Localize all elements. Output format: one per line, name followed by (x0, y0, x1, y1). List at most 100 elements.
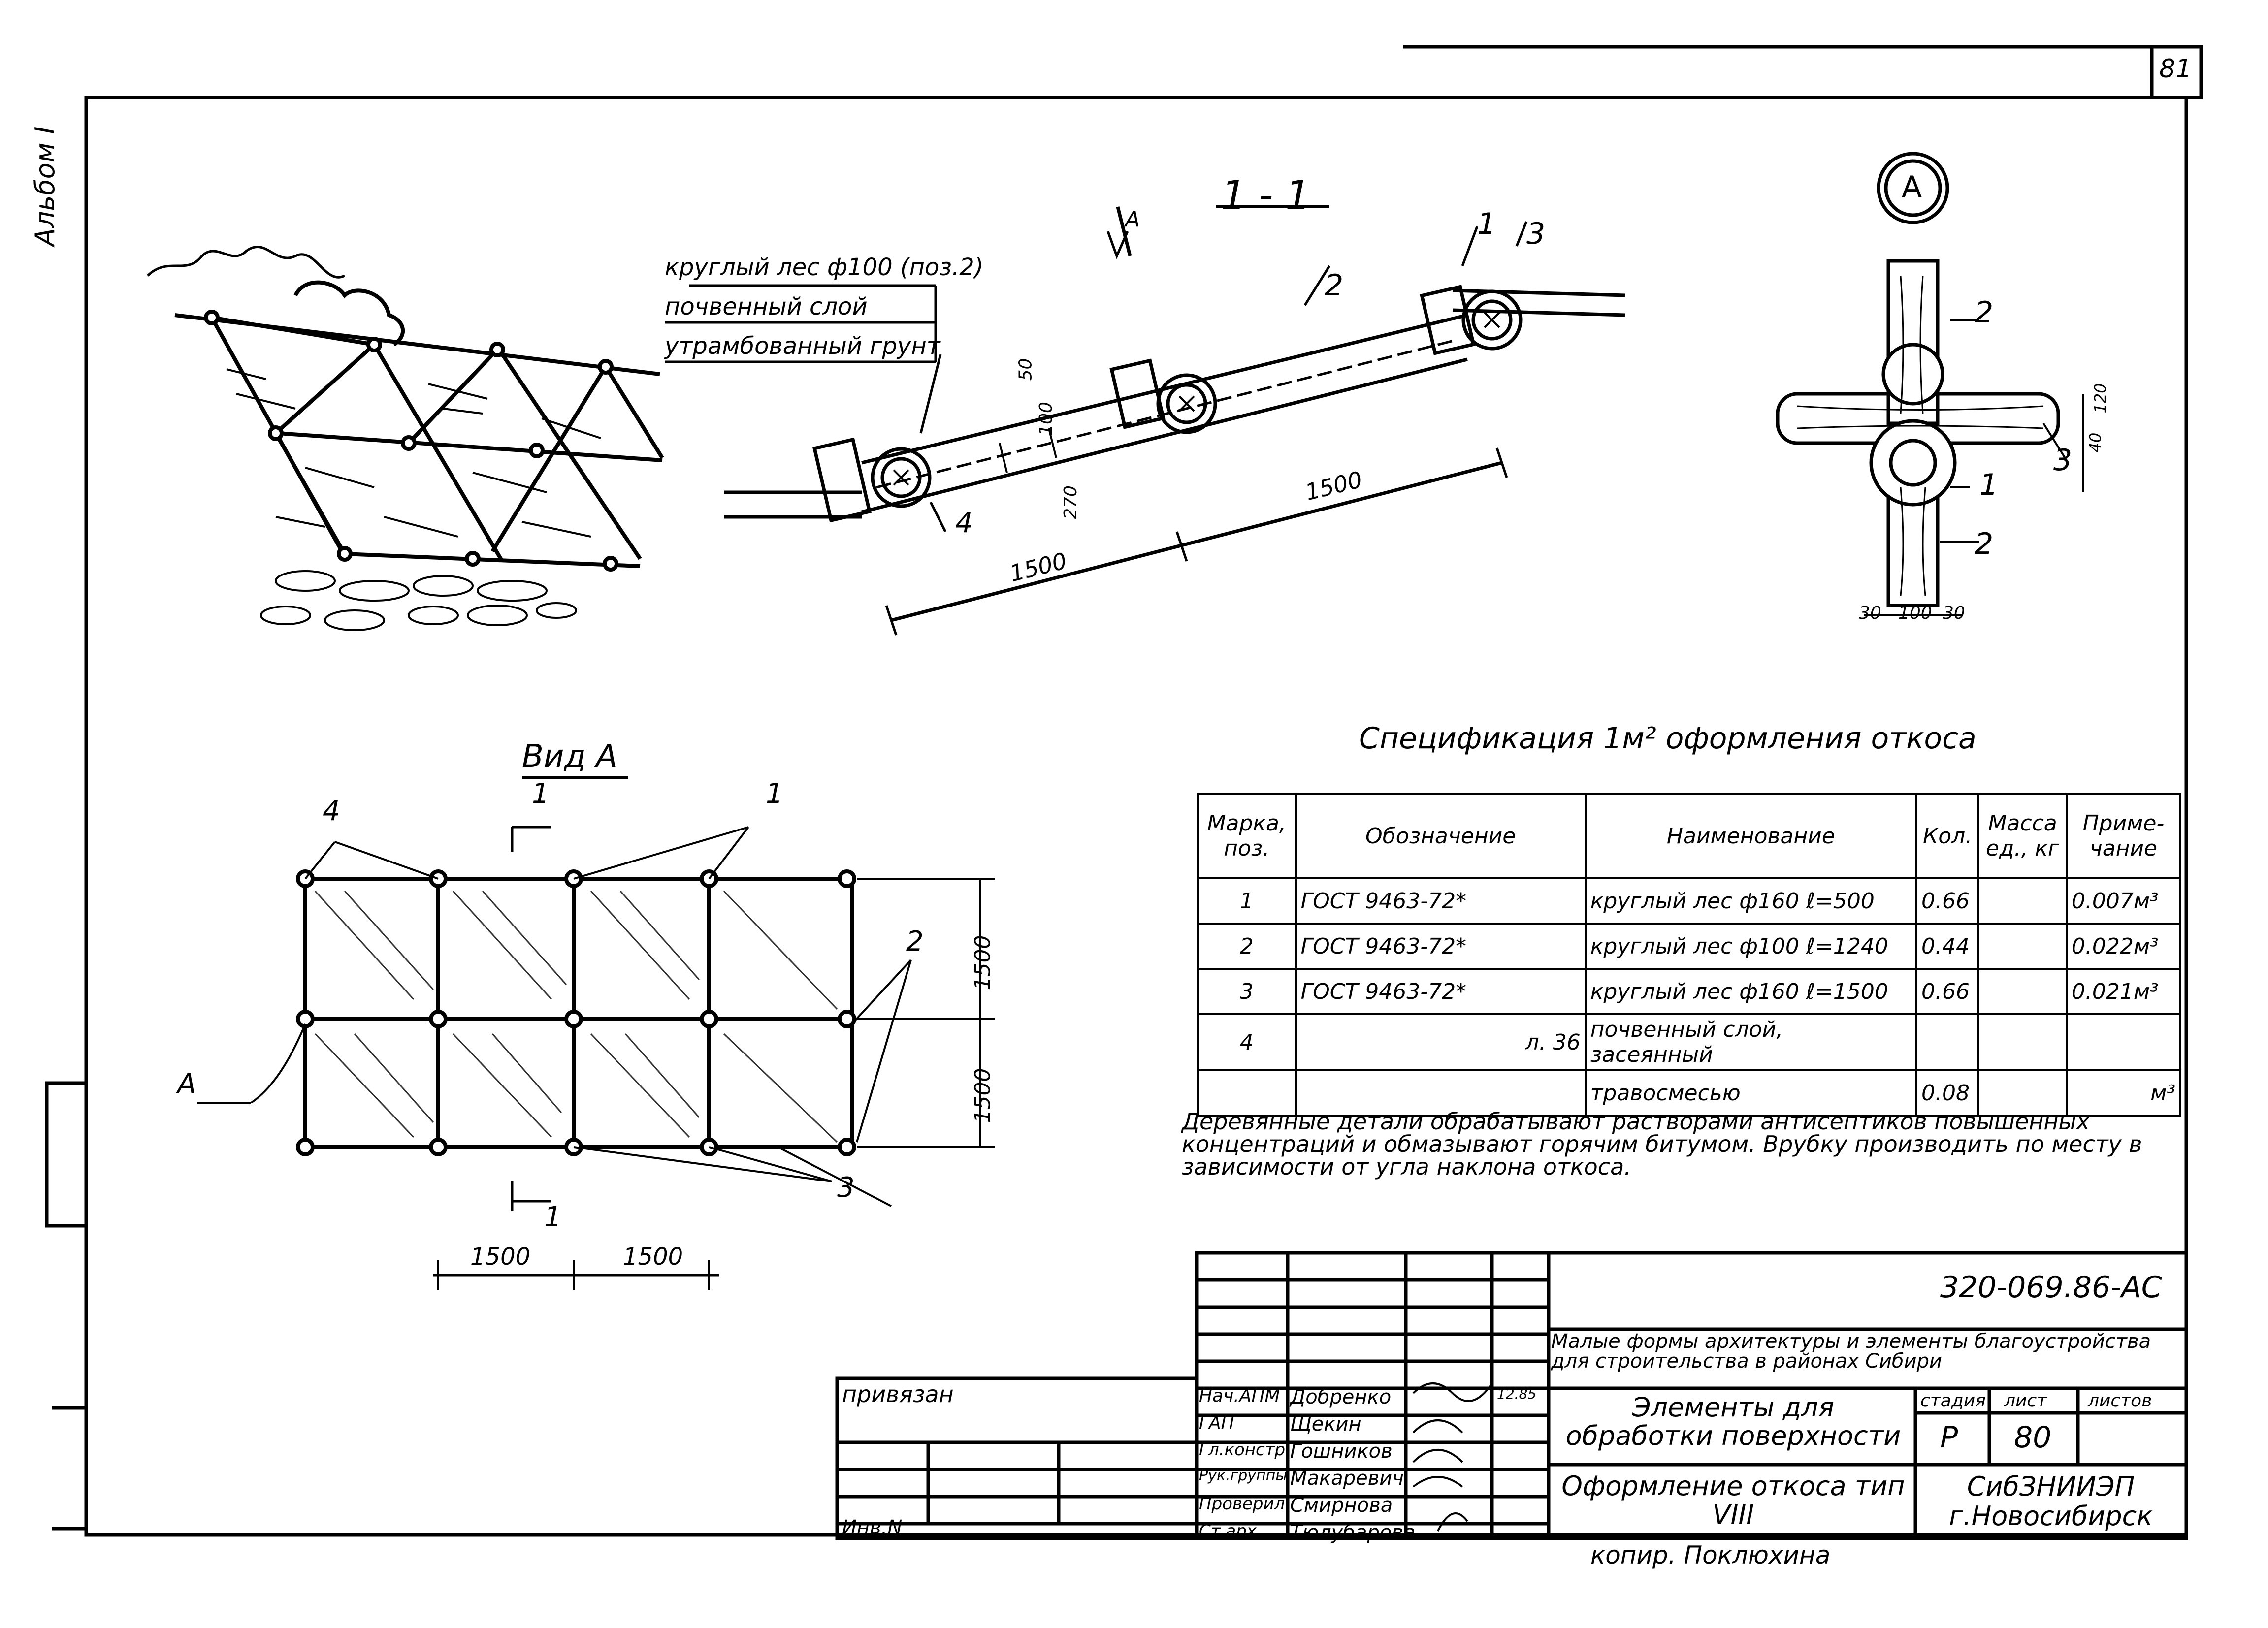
spec-col-qty: Кол. (1915, 793, 1980, 879)
dim-100: 100 (1036, 402, 1056, 436)
node-detail-a (1776, 152, 2084, 616)
section-callout-1: круглый лес ф100 (поз.2) (665, 254, 984, 281)
staff-name-6: Тюлубарова (1290, 1521, 1416, 1544)
copied-by: копир. Поклюхина (1590, 1541, 1831, 1569)
section-title: Элементы для обработки поверхности (1565, 1392, 1901, 1451)
spec-cell (1295, 1069, 1587, 1117)
page-number-box (2150, 45, 2203, 99)
spec-cell: 0.66 (1915, 968, 1980, 1015)
spec-cell (1915, 1013, 1980, 1071)
spec-row: 2 ГОСТ 9463-72* круглый лес ф100 ℓ=1240 … (1197, 923, 2182, 970)
page-number: 81 (2159, 54, 2192, 84)
spec-col-note: Приме- чание (2065, 793, 2182, 879)
staff-role-4: Рук.группы (1199, 1467, 1287, 1484)
spec-col-name: Наименование (1584, 793, 1918, 879)
spec-row: травосмесью 0.08 м³ (1197, 1069, 2182, 1117)
spec-title: Спецификация 1м² оформления откоса (1359, 721, 1976, 756)
detail-dim-30-right: 30 (1943, 603, 1965, 623)
album-label: Альбом I (30, 126, 61, 246)
staff-name-2: Щекин (1290, 1413, 1361, 1436)
spec-cell: м³ (2065, 1069, 2182, 1117)
treatment-note: Деревянные детали обрабатывают растворам… (1182, 1108, 2142, 1180)
arrow-a-label: А (1125, 207, 1140, 232)
spec-cell: 0.007м³ (2065, 877, 2182, 925)
detail-dim-120: 120 (2091, 383, 2110, 414)
detail-dim-30-left: 30 (1859, 603, 1881, 623)
spec-cell: круглый лес ф160 ℓ=1500 (1584, 968, 1918, 1015)
spec-cell: 0.08 (1915, 1069, 1980, 1117)
spec-cell (1977, 923, 2068, 970)
plan-mark-1-bottom: 1 (544, 1201, 562, 1233)
spec-cell (1977, 1013, 2068, 1071)
staff-name-4: Макаревич (1290, 1467, 1404, 1490)
plan-view-a (197, 776, 995, 1290)
plan-mark-2: 2 (906, 926, 924, 958)
mark-4-section: 4 (955, 507, 973, 539)
title-block-grid (835, 1251, 2188, 1540)
project-title: Малые формы архитектуры и элементы благо… (1551, 1330, 2151, 1373)
plan-mark-3: 3 (837, 1172, 855, 1204)
spec-row: 1 ГОСТ 9463-72* круглый лес ф160 ℓ=500 0… (1197, 877, 2182, 925)
spec-row: 3 ГОСТ 9463-72* круглый лес ф160 ℓ=1500 … (1197, 968, 2182, 1015)
drawing-title: Оформление откоса тип VIII (1561, 1470, 1905, 1530)
spec-cell: 4 (1197, 1013, 1297, 1071)
section-callout-2: почвенный слой (665, 293, 868, 320)
view-a-title: Вид А (522, 738, 617, 775)
detail-mark-1: 1 (1979, 468, 1999, 502)
section-1-1-drawing (665, 205, 1625, 636)
spec-cell: 0.021м³ (2065, 968, 2182, 1015)
spec-cell: 0.66 (1915, 877, 1980, 925)
spec-col-mass: Масса ед., кг (1977, 793, 2068, 879)
drawing-code: 320-069.86-АС (1940, 1270, 2162, 1305)
detail-mark-2-bottom: 2 (1975, 527, 1994, 561)
detail-a-circle-label: А (1902, 170, 1922, 204)
plan-dim-1500-right-bottom: 1500 (970, 1068, 996, 1123)
dim-50: 50 (1015, 358, 1036, 381)
sheet-label: лист (2004, 1391, 2047, 1411)
spec-cell: 0.44 (1915, 923, 1980, 970)
dim-270: 270 (1060, 485, 1081, 519)
detail-dim-40: 40 (2086, 432, 2105, 453)
mark-1-section: 1 (1477, 207, 1496, 241)
staff-name-3: Гошников (1290, 1440, 1393, 1463)
spec-cell: 1 (1197, 877, 1297, 925)
spec-cell: круглый лес ф100 ℓ=1240 (1584, 923, 1918, 970)
plan-mark-4: 4 (323, 795, 340, 827)
plan-dim-1500-left: 1500 (470, 1243, 531, 1271)
sheet-frame (84, 96, 2188, 1537)
spec-cell: травосмесью (1584, 1069, 1918, 1117)
staff-role-1: Нач.АПМ (1199, 1386, 1280, 1406)
spec-col-designation: Обозначение (1295, 793, 1587, 879)
spec-cell: ГОСТ 9463-72* (1295, 968, 1587, 1015)
spec-cell (1977, 968, 2068, 1015)
detail-mark-3: 3 (2053, 443, 2073, 478)
spec-cell (1977, 877, 2068, 925)
spec-row: 4 л. 36 почвенный слой, засеянный (1197, 1013, 2182, 1071)
spec-cell (1977, 1069, 2068, 1117)
inventory-label: Инв.N (842, 1516, 903, 1539)
spec-cell: почвенный слой, засеянный (1584, 1013, 1918, 1071)
spec-cell: 2 (1197, 923, 1297, 970)
detail-dim-100: 100 (1898, 603, 1932, 623)
staff-name-1: Добренко (1290, 1386, 1392, 1408)
spec-cell (1197, 1069, 1297, 1117)
spec-cell: ГОСТ 9463-72* (1295, 923, 1587, 970)
spec-cell: л. 36 (1295, 1013, 1587, 1071)
spec-cell: ГОСТ 9463-72* (1295, 877, 1587, 925)
spec-col-mark: Марка, поз. (1197, 793, 1297, 879)
stage-value: Р (1940, 1420, 1958, 1455)
staff-role-6: Ст.арх. (1199, 1521, 1262, 1541)
staff-role-5: Проверил (1199, 1494, 1285, 1514)
stage-label: стадия (1920, 1391, 1986, 1411)
organization: СибЗНИИЭП г.Новосибирск (1949, 1471, 2153, 1532)
staff-role-2: ГАП (1199, 1413, 1234, 1433)
mark-2-section: 2 (1325, 268, 1344, 303)
detail-mark-2-top: 2 (1975, 295, 1994, 330)
plan-mark-1-top: 1 (532, 778, 550, 810)
slope-perspective-sketch (147, 246, 664, 631)
attached-label: привязан (842, 1381, 954, 1407)
spec-table: Марка, поз. Обозначение Наименование Кол… (1197, 793, 2182, 1117)
spec-cell: круглый лес ф160 ℓ=500 (1584, 877, 1918, 925)
date-value: 12.85 (1497, 1386, 1537, 1402)
